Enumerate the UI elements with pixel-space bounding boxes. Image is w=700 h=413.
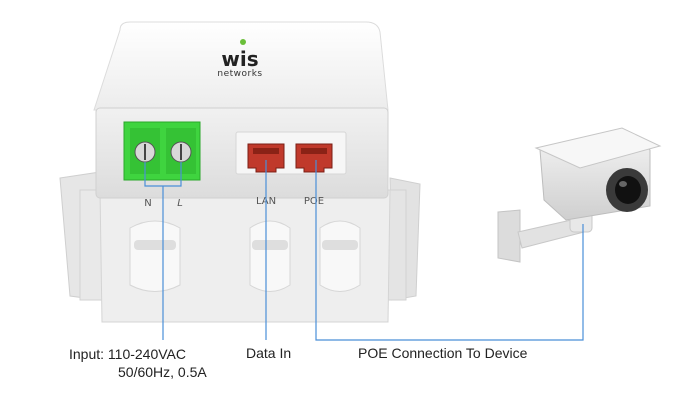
callout-lines — [144, 160, 584, 341]
slot-right — [319, 220, 361, 292]
leaf-dot-icon — [240, 39, 246, 45]
input-callout-line2: 50/60Hz, 0.5A — [118, 364, 207, 380]
clip-middle — [252, 240, 288, 250]
input-callout-line1: Input: 110-240VAC — [69, 346, 187, 362]
clip-right — [322, 240, 358, 250]
terminal-label-l: L — [177, 198, 183, 209]
wall-mount — [497, 209, 521, 263]
svg-text:wis: wis — [221, 47, 258, 71]
cctv-camera-icon — [497, 127, 662, 263]
slot-middle — [249, 220, 291, 292]
lens-glint — [619, 181, 627, 187]
power-terminal-block — [123, 121, 201, 181]
poe-connection-callout: POE Connection To Device — [358, 345, 528, 361]
clip-left — [134, 240, 176, 250]
rj45-panel — [235, 131, 347, 175]
brand-logo: wis networks — [217, 39, 262, 79]
port-label-poe: POE — [304, 196, 324, 207]
poe-injector-device: wis networks N L LAN POE — [59, 21, 421, 323]
data-in-callout: Data In — [246, 345, 292, 361]
device-top — [93, 21, 389, 111]
input-callout: Input: 110-240VAC 50/60Hz, 0.5A — [69, 345, 207, 381]
input-callout-line — [144, 162, 182, 340]
poe-callout-line — [315, 160, 584, 341]
slot-left — [129, 220, 181, 292]
svg-text:networks: networks — [217, 69, 262, 79]
terminal-label-n: N — [144, 198, 151, 209]
camera-sunshield — [534, 127, 662, 169]
camera-lens — [615, 176, 641, 204]
